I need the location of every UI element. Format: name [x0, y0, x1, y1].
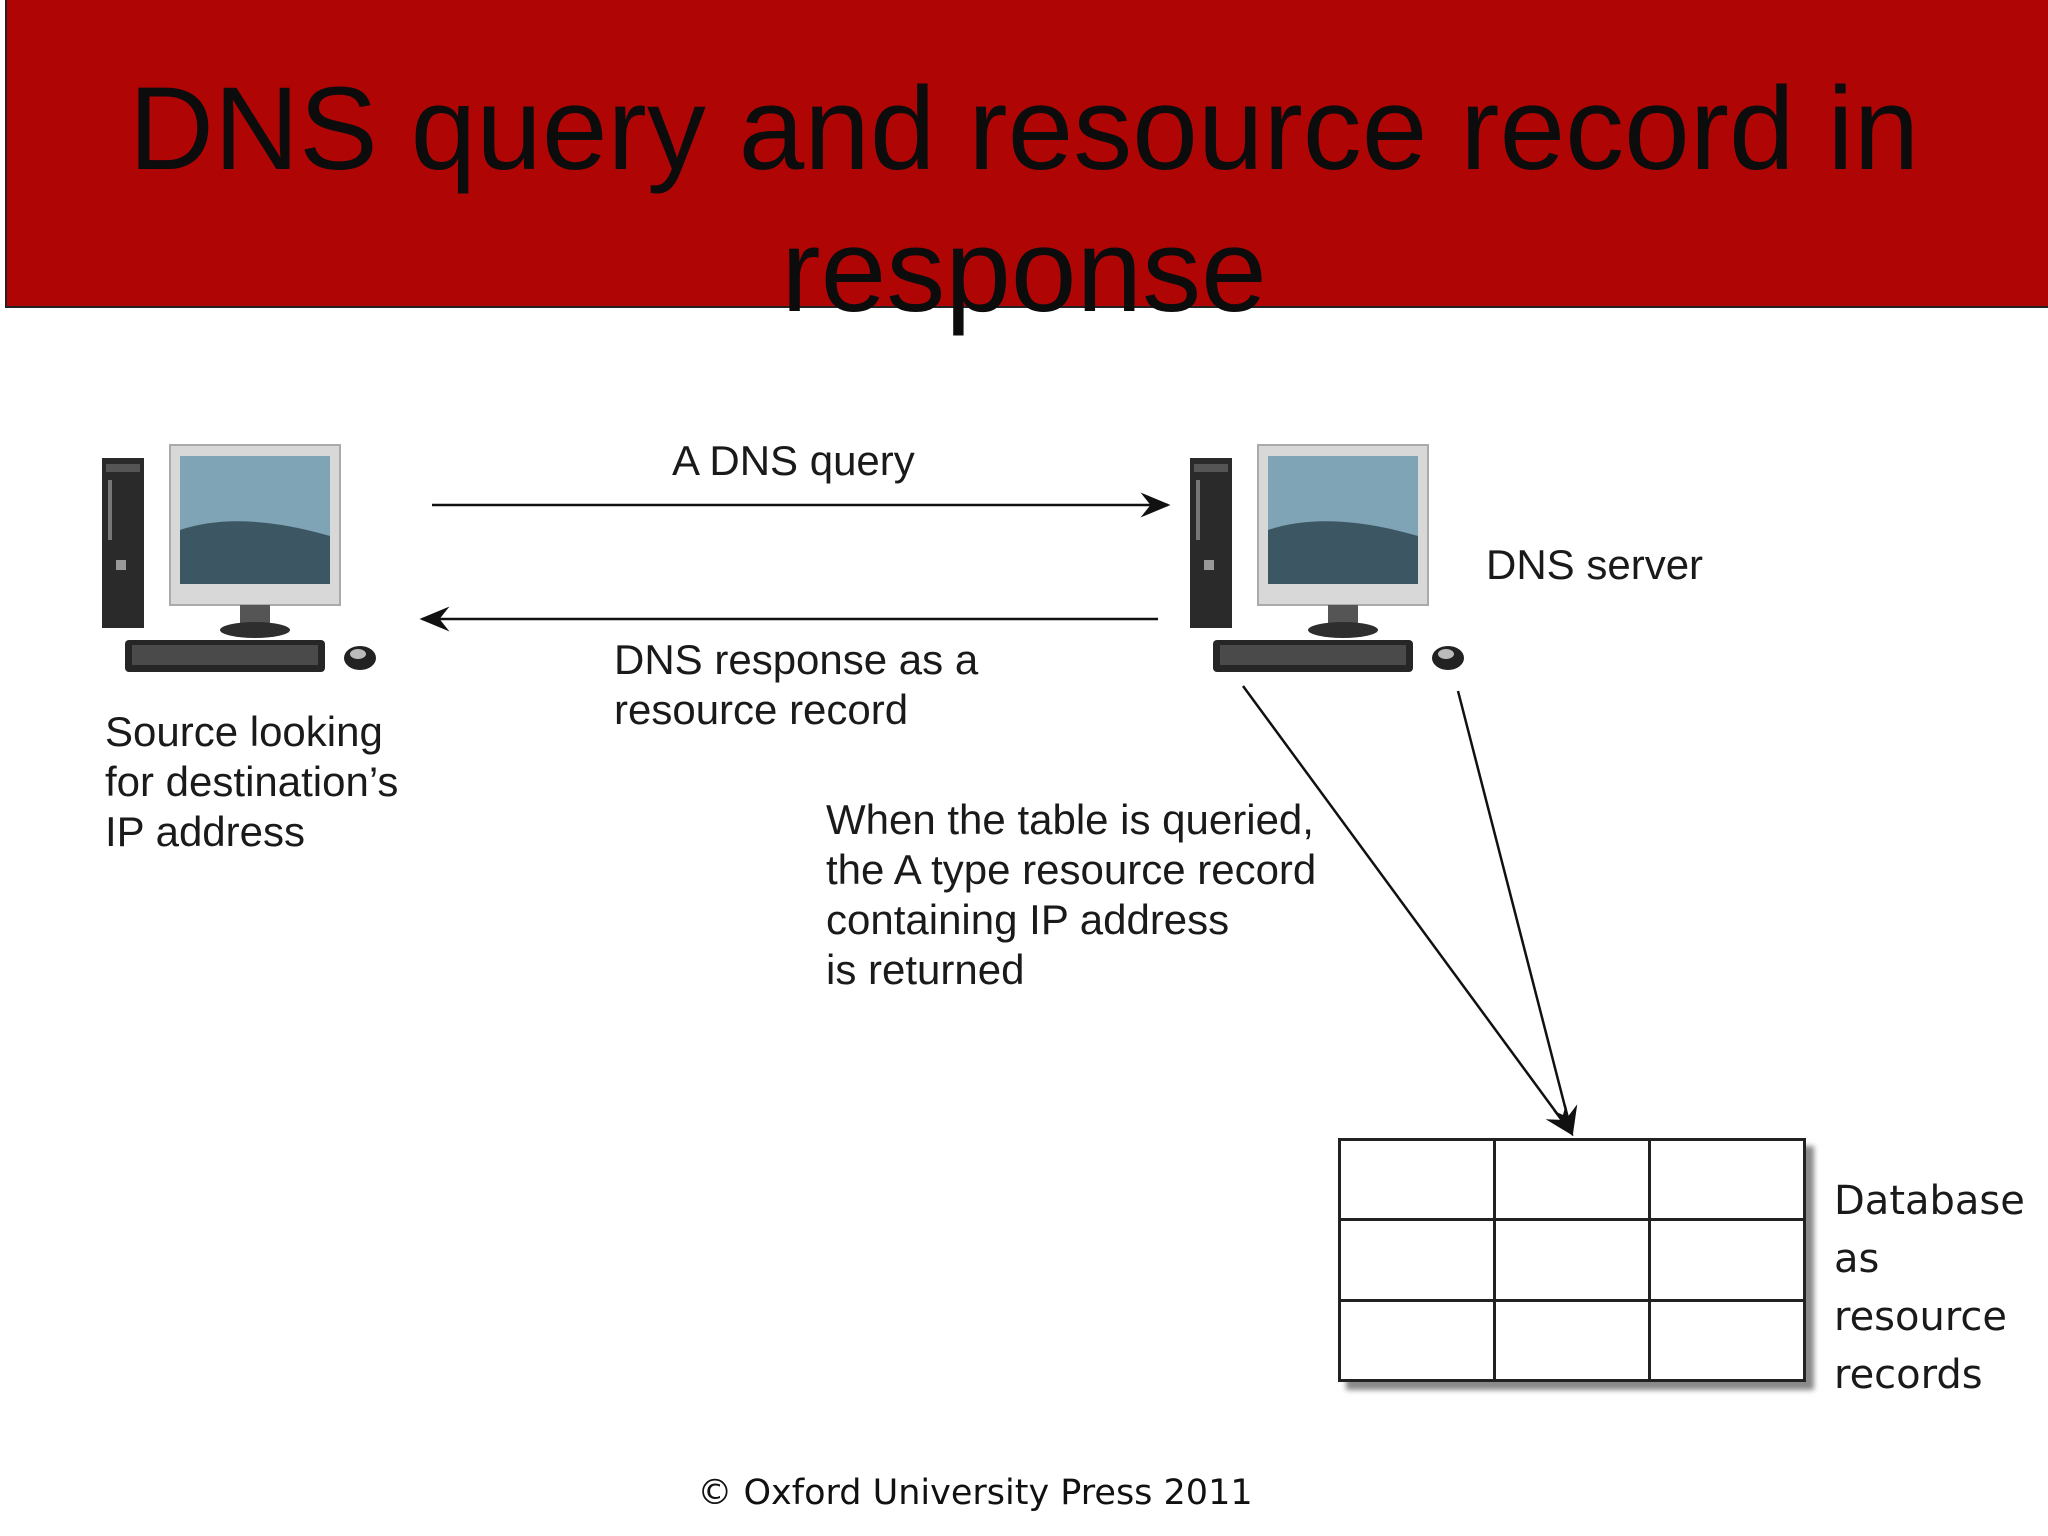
title-banner	[5, 0, 2048, 308]
table-cell	[1493, 1137, 1651, 1222]
source-computer-icon	[90, 440, 400, 680]
source-label: Source looking for destination’s IP addr…	[105, 708, 399, 855]
dns-server-computer-icon	[1178, 440, 1488, 680]
table-row	[1338, 1298, 1806, 1383]
table-cell	[1648, 1218, 1806, 1302]
table-cell	[1493, 1218, 1651, 1302]
table-cell	[1493, 1298, 1651, 1383]
table-cell	[1338, 1298, 1496, 1383]
table-cell	[1648, 1137, 1806, 1222]
resource-records-table	[1338, 1137, 1806, 1383]
table-cell	[1338, 1137, 1496, 1222]
slide-title: DNS query and resource record in respons…	[128, 63, 1920, 337]
lookup-note: When the table is queried, the A type re…	[826, 796, 1317, 993]
table-cell	[1338, 1218, 1496, 1302]
lookup-arrow-left	[1241, 685, 1574, 1137]
dns-server-label: DNS server	[1486, 541, 1704, 588]
query-label: A DNS query	[672, 437, 915, 484]
database-label: Database as resource records	[1834, 1178, 2025, 1398]
response-label: DNS response as a resource record	[614, 636, 979, 733]
table-row	[1338, 1137, 1806, 1222]
copyright-notice: © Oxford University Press 2011	[697, 1473, 1253, 1513]
table-row	[1338, 1218, 1806, 1302]
table-cell	[1648, 1298, 1806, 1383]
lookup-arrow-right	[1456, 690, 1578, 1137]
